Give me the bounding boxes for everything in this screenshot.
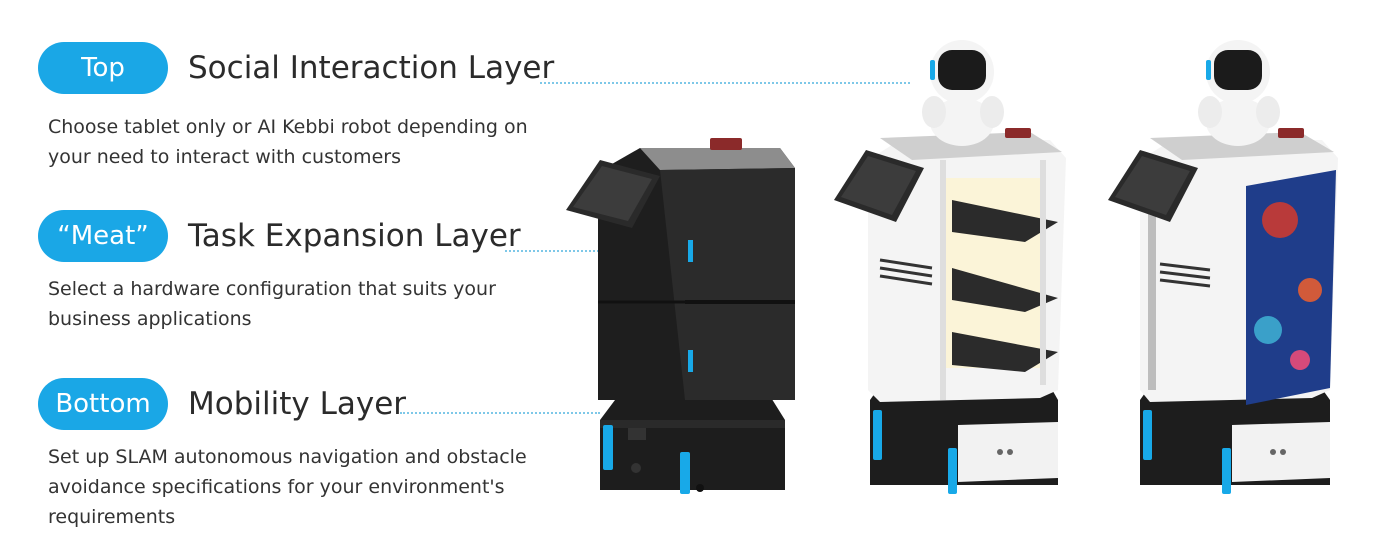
leader-line-middle — [505, 250, 635, 252]
robot-wrapped-theme — [1108, 40, 1338, 494]
layer-title-bottom: Mobility Layer — [188, 386, 407, 422]
layer-description-bottom: Set up SLAM autonomous navigation and ob… — [48, 446, 527, 528]
tag-pill-middle: “Meat” — [38, 210, 168, 262]
layer-title-top: Social Interaction Layer — [188, 50, 555, 86]
layer-title-middle: Task Expansion Layer — [188, 218, 521, 254]
leader-line-top — [540, 82, 910, 84]
tag-pill-bottom: Bottom — [38, 378, 168, 430]
robot-black-tablet — [566, 138, 795, 494]
leader-line-bottom — [400, 412, 600, 414]
layer-description-middle: Select a hardware configuration that sui… — [48, 278, 496, 330]
tag-pill-top: Top — [38, 42, 168, 94]
light-strip-icon — [603, 425, 613, 470]
layer-description-top: Choose tablet only or AI Kebbi robot dep… — [48, 116, 528, 168]
robot-white-shelves — [834, 40, 1066, 494]
